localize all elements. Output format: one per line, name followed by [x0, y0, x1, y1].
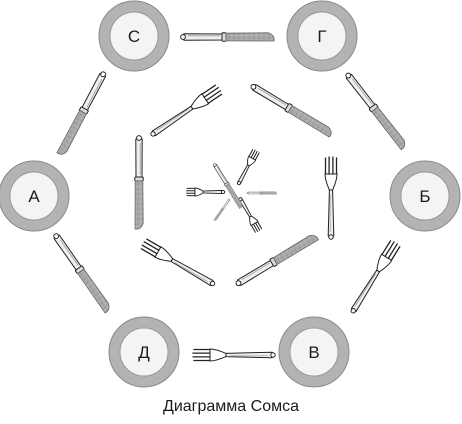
plate-v: В: [278, 316, 350, 388]
knife-icon: [180, 32, 275, 42]
fork-icon: [324, 156, 338, 240]
knife-icon: [233, 232, 320, 289]
fork-icon: [139, 237, 219, 291]
fork-icon: [346, 239, 402, 317]
fork-icon: [234, 148, 261, 187]
fork-icon: [147, 83, 224, 141]
knife-icon: [343, 70, 409, 151]
plate-d: Д: [108, 316, 180, 388]
plate-s: С: [98, 0, 170, 72]
plate-label-s: С: [128, 27, 140, 46]
knife-icon: [246, 191, 277, 195]
knife-icon: [50, 231, 113, 314]
plate-b: Б: [389, 160, 461, 232]
plate-a: А: [0, 160, 70, 232]
plate-label-v: В: [308, 343, 319, 362]
knife-icon: [248, 81, 335, 138]
fork-icon: [192, 348, 276, 362]
knife-icon: [134, 135, 144, 230]
plate-label-b: Б: [419, 187, 430, 206]
diagram-caption: Диаграмма Сомса: [163, 398, 299, 415]
plate-label-a: А: [28, 187, 40, 206]
knife-icon: [56, 69, 109, 158]
plate-label-d: Д: [138, 343, 150, 362]
plate-g: Г: [286, 0, 358, 72]
fork-icon: [186, 187, 226, 197]
knife-icon: [213, 198, 231, 222]
plate-label-g: Г: [317, 27, 326, 46]
